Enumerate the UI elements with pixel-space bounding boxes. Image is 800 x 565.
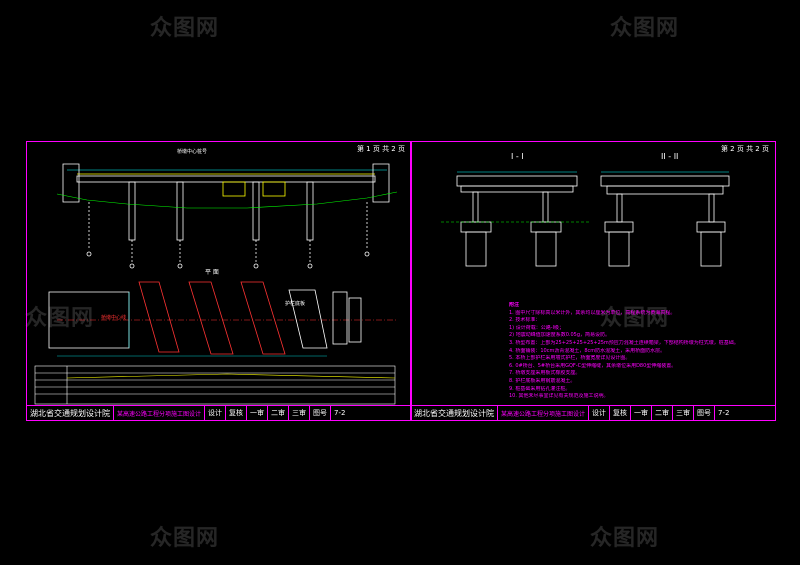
watermark: 众图网 <box>610 16 680 41</box>
section2-pile-cap-2 <box>696 221 726 233</box>
note-line: 7. 桥墩支座采用板式橡胶支座。 <box>509 370 581 377</box>
level-mark-2 <box>129 263 135 269</box>
sheet1-drawing <box>34 163 398 405</box>
sheet2-page-number: 第 2 页 共 2 页 <box>720 145 769 153</box>
deck-girder <box>76 175 376 183</box>
pier-2 <box>176 181 184 241</box>
level-mark-3 <box>177 263 183 269</box>
plan-view <box>48 281 397 357</box>
section-1-view <box>441 171 591 267</box>
bearing-detail-1 <box>222 181 246 197</box>
notes-title: 附注 <box>509 302 520 308</box>
section1-deck <box>456 175 578 187</box>
watermark: 众图网 <box>150 16 220 41</box>
note-line: 8. 护栏底板采用钢筋混凝土。 <box>509 377 576 384</box>
level-mark-4 <box>253 263 259 269</box>
section1-column-1 <box>472 191 479 223</box>
level-mark-1 <box>86 251 92 257</box>
section1-pile-cap-2 <box>530 221 562 233</box>
note-line: 1. 图中尺寸除标高以米计外，其余均以厘米为单位，高程系统为黄海高程。 <box>509 309 676 316</box>
check2-label: 二审 <box>652 406 674 420</box>
bearing-detail-2 <box>262 181 286 197</box>
note-line: 4. 桥面铺装：10cm沥青混凝土，8cm防水混凝土，采用桥面防水层。 <box>509 347 666 354</box>
section2-pile-2 <box>700 231 722 267</box>
note-line: 9. 桩基础采用钻孔灌注桩。 <box>509 385 571 392</box>
section1-pile-cap-1 <box>460 221 492 233</box>
plan-rail-label: 护栏底板 <box>285 301 306 307</box>
designer-label: 设计 <box>205 406 227 420</box>
note-line: 2) 地震动峰值加速度系数0.05g，简易设防。 <box>509 332 611 339</box>
section1-column-2 <box>542 191 549 223</box>
plan-span-4 <box>288 289 328 349</box>
plan-pier-detail <box>332 291 348 345</box>
section2-cap <box>606 185 724 195</box>
elevation-title: 桥墩中心桩号 <box>177 149 208 155</box>
elevation-view <box>56 163 398 269</box>
section2-pile-cap-1 <box>604 221 634 233</box>
section2-pile-1 <box>608 231 630 267</box>
plan-span-1 <box>138 281 180 353</box>
section2-column-1 <box>616 193 623 223</box>
project-name: 某高速公路工程分项施工图设计 <box>498 406 590 420</box>
note-line: 6. 0#桥台、5#桥台采用GQF-C型伸缩缝，其余墩位采用D80型伸缩装置。 <box>509 362 677 369</box>
level-mark-6 <box>364 251 370 257</box>
drawing-no-label: 图号 <box>694 406 716 420</box>
drawing-no: 7-2 <box>334 409 346 417</box>
level-mark-5 <box>307 263 313 269</box>
drawing-no-label: 图号 <box>310 406 332 420</box>
pier-3 <box>252 181 260 241</box>
pier-1 <box>128 181 136 241</box>
note-line: 10. 其他未尽事宜详见有关规范及施工说明。 <box>509 393 609 400</box>
reviewer-label: 复核 <box>610 406 632 420</box>
sheet2-title-block: 湖北省交通规划设计院 某高速公路工程分项施工图设计 设计 复核 一审 二审 三审… <box>411 405 775 420</box>
pier-4 <box>306 181 314 241</box>
section1-cap <box>460 185 574 193</box>
section2-column-2 <box>708 193 715 223</box>
sheet1-page-number: 第 1 页 共 2 页 <box>356 145 405 153</box>
section-label-2: II - II <box>661 152 679 161</box>
plan-center-label: 桥墩中心线 <box>101 315 127 321</box>
abutment-left <box>62 163 80 203</box>
profile-table <box>34 365 396 405</box>
check1-label: 一审 <box>247 406 269 420</box>
reviewer-label: 复核 <box>226 406 248 420</box>
watermark: 众图网 <box>590 526 660 551</box>
section2-deck <box>600 175 730 187</box>
watermark: 众图网 <box>150 526 220 551</box>
watermark: 众图网 <box>600 306 670 331</box>
plan-span-2 <box>188 281 234 355</box>
sheet1-title-block: 湖北省交通规划设计院 某高速公路工程分项施工图设计 设计 复核 一审 二审 三审… <box>27 405 411 420</box>
section1-pile-2 <box>535 231 557 267</box>
notes-block: 附注 1. 图中尺寸除标高以米计外，其余均以厘米为单位，高程系统为黄海高程。 2… <box>509 302 759 401</box>
drawing-sheet-1: 第 1 页 共 2 页 桥墩中心桩号 平 面 桥墩中心线 护栏底板 <box>26 141 412 421</box>
drawing-no: 7-2 <box>718 409 730 417</box>
check1-label: 一审 <box>631 406 653 420</box>
check3-label: 三审 <box>673 406 695 420</box>
profile-table-frame <box>34 365 396 405</box>
check2-label: 二审 <box>268 406 290 420</box>
plan-abutment-right <box>348 297 362 343</box>
plan-title: 平 面 <box>205 269 219 276</box>
note-line: 2. 技术标准： <box>509 317 541 324</box>
section-2-view <box>600 171 730 267</box>
ground-line <box>56 191 398 209</box>
plan-span-3 <box>240 281 286 355</box>
check3-label: 三审 <box>289 406 311 420</box>
note-line: 3. 桥型布置：上部为25+25+25+25+25m预应力混凝土连续箱梁，下部结… <box>509 339 739 346</box>
drawing-sheet-2: 第 2 页 共 2 页 I - I II - II 附注 <box>410 141 776 421</box>
sheet2-drawing <box>441 171 730 267</box>
company-name: 湖北省交通规划设计院 <box>27 406 114 420</box>
note-line: 5. 本桥上部护栏采用墙式护栏，桥面宽度详见设计图。 <box>509 355 631 362</box>
company-name: 湖北省交通规划设计院 <box>411 406 498 420</box>
watermark: 众图网 <box>25 306 95 331</box>
designer-label: 设计 <box>589 406 611 420</box>
profile-grade-line <box>66 373 396 379</box>
project-name: 某高速公路工程分项施工图设计 <box>114 406 206 420</box>
note-line: 1) 设计荷载：公路-I级； <box>509 324 565 331</box>
section1-pile-1 <box>465 231 487 267</box>
section-label-1: I - I <box>511 152 524 161</box>
abutment-right <box>372 163 390 203</box>
